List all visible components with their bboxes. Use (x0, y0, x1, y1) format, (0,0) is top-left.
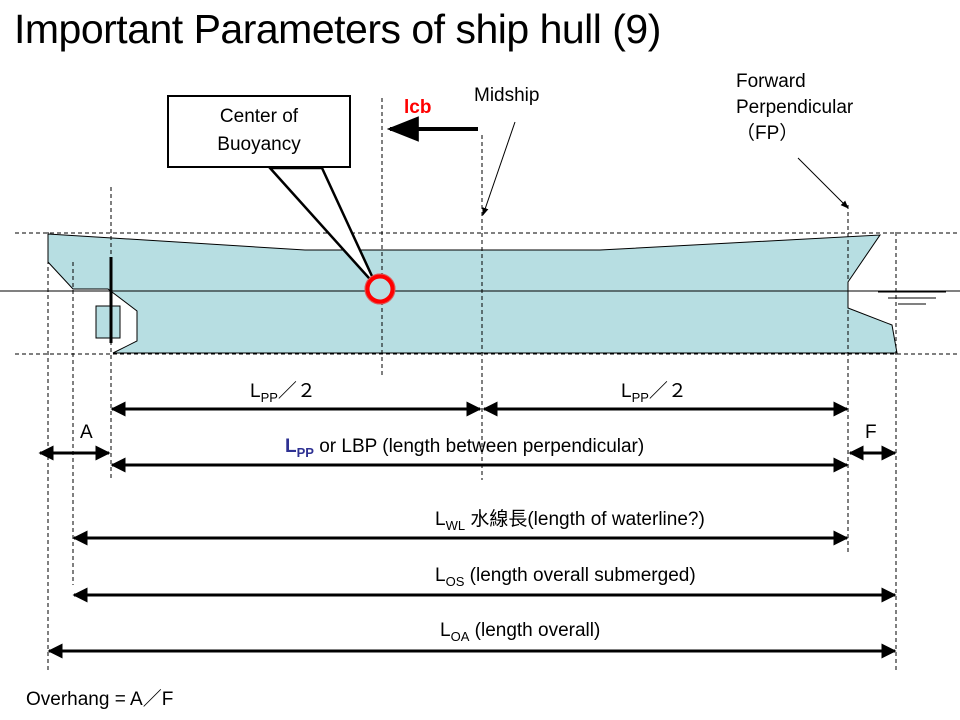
lpp-half-aft-label: LPP／２ (250, 381, 316, 405)
f-label: F (865, 422, 877, 443)
center-of-buoyancy-marker (364, 273, 396, 305)
callout-line1: Center of (219, 106, 299, 127)
loa-label: LOA (length overall) (440, 620, 601, 644)
fp-line1: Forward (736, 71, 806, 92)
lwl-label: LWL 水線長(length of waterline?) (435, 509, 705, 533)
lcb-label: lcb (404, 97, 432, 118)
overhang-label: Overhang = A／F (26, 689, 174, 710)
rudder-box (95, 305, 121, 339)
fp-leader (797, 157, 849, 209)
center-of-buoyancy-callout: Center of Buoyancy (167, 95, 351, 168)
los-label: LOS (length overall submerged) (435, 565, 696, 589)
a-label: A (80, 422, 93, 443)
callout-pointer (267, 166, 379, 288)
fp-label: Forward Perpendicular （FP） (736, 69, 853, 147)
midship-label: Midship (474, 85, 540, 106)
callout-line2: Buoyancy (217, 134, 301, 155)
page-title: Important Parameters of ship hull (9) (14, 6, 661, 52)
ship-hull (47, 233, 898, 354)
lpp-label: LPP or LBP (length between perpendicular… (285, 436, 645, 460)
lpp-half-fwd-label: LPP／２ (621, 381, 687, 405)
midship-leader (482, 121, 516, 216)
fp-line2: Perpendicular (736, 97, 854, 118)
fp-line3: （FP） (736, 123, 799, 144)
